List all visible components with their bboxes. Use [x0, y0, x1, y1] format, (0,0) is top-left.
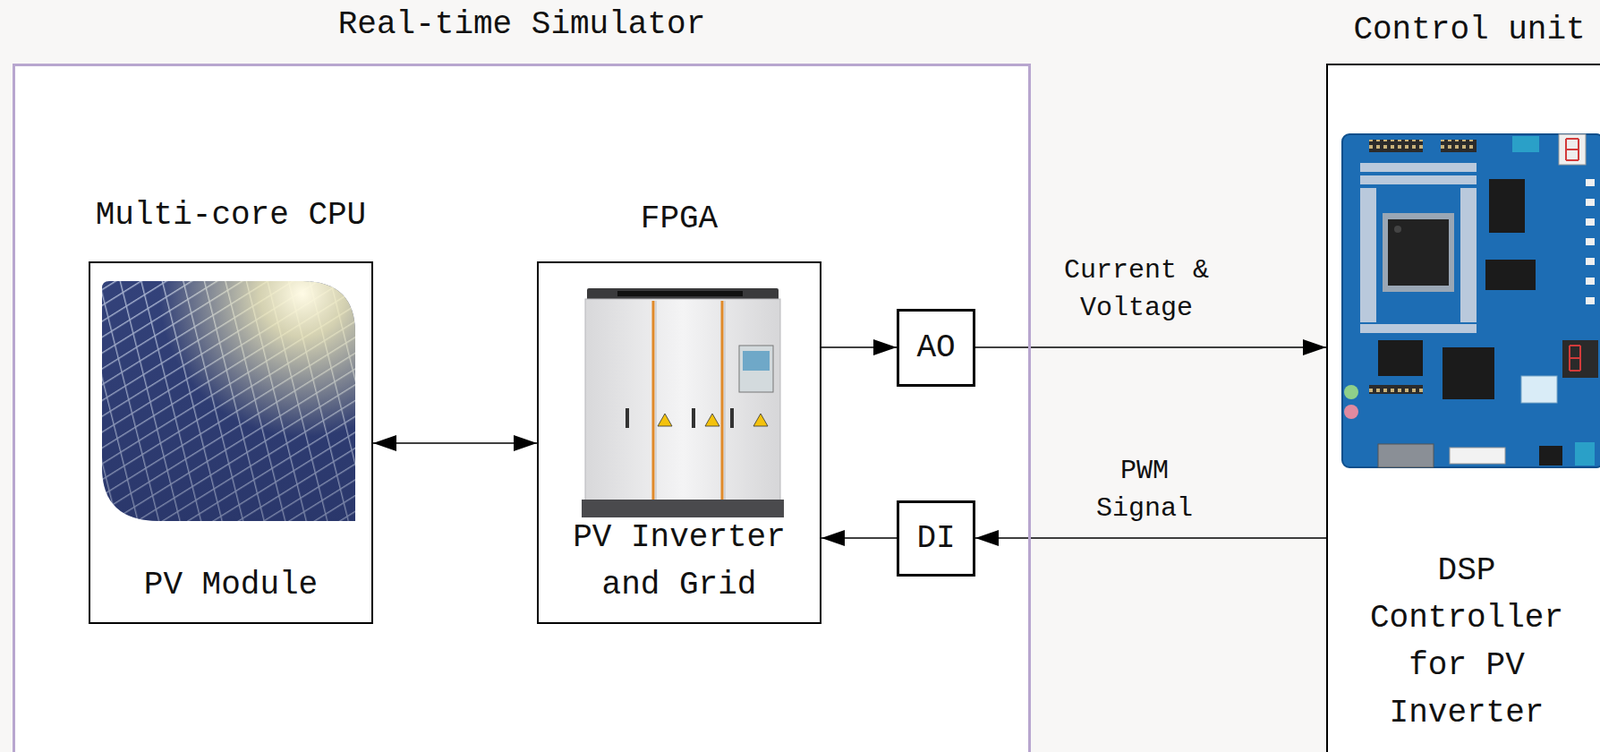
dsp-board-picture	[1562, 340, 1599, 378]
digital-input-box: DI	[896, 500, 976, 577]
dsp-board-picture	[1344, 384, 1359, 400]
control-unit-box: Control unitDSP Controller for PV Invert…	[1326, 63, 1600, 752]
dsp-board-picture	[1449, 447, 1506, 464]
inverter-cabinet-picture	[585, 298, 781, 502]
inverter-cabinet-picture	[652, 300, 656, 500]
node-label: PV Inverter and Grid	[538, 513, 820, 609]
node-label: PV Module	[90, 567, 372, 604]
simulator-region: Multi-core CPUPV ModuleFPGAPV Inverter a…	[12, 63, 1031, 752]
arrow-connector	[373, 442, 537, 444]
inverter-cabinet-picture	[724, 300, 726, 500]
panel-ground	[1326, 63, 1600, 752]
inverter-cabinet-picture	[742, 350, 770, 371]
dsp-board-picture	[1489, 178, 1525, 233]
dsp-board-picture	[1539, 445, 1563, 466]
inverter-cabinet-picture	[581, 499, 784, 518]
dsp-board-picture	[1521, 375, 1558, 403]
dsp-board-picture	[1382, 212, 1455, 292]
dsp-board-picture	[1558, 134, 1586, 165]
node-heading: Multi-core CPU	[36, 197, 426, 234]
dsp-board-picture	[1442, 347, 1495, 400]
dsp-board-picture	[1342, 134, 1600, 468]
dsp-board-picture	[1344, 404, 1359, 419]
dsp-board-picture	[1585, 297, 1595, 305]
inverter-cabinet-picture	[739, 345, 774, 392]
inverter-cabinet-picture	[581, 288, 784, 518]
panel-ground	[12, 63, 1031, 752]
inverter-cabinet-picture	[721, 300, 724, 500]
dsp-board-picture	[1460, 187, 1477, 323]
dsp-board-picture	[1512, 136, 1540, 153]
dsp-board-picture	[1440, 139, 1477, 153]
arrow-connector	[821, 536, 897, 539]
node-label: AO	[899, 311, 973, 384]
dsp-board-picture	[1387, 219, 1449, 286]
dsp-board-picture	[1585, 277, 1595, 285]
dsp-board-picture	[1394, 225, 1402, 233]
dsp-board-picture	[1565, 138, 1579, 161]
node-heading: FPGA	[485, 201, 874, 238]
arrow-connector	[821, 346, 897, 349]
dsp-board-picture	[1369, 384, 1423, 394]
inverter-cabinet-picture	[617, 290, 743, 297]
dsp-board-picture	[1378, 340, 1423, 376]
dsp-board-picture	[1585, 218, 1595, 226]
inverter-cabinet-picture	[657, 413, 673, 426]
dsp-board-picture	[1360, 162, 1477, 172]
inverter-cabinet-picture	[705, 413, 720, 426]
analog-output-box: AO	[896, 308, 976, 387]
edge-label: Current & Voltage	[1059, 251, 1214, 327]
arrow-connector	[975, 536, 1327, 539]
dsp-board-picture	[1585, 198, 1595, 206]
node-label: DSP Controller for PV Inverter	[1336, 546, 1597, 737]
arrow-connector	[975, 346, 1327, 349]
inverter-cabinet-picture	[753, 413, 768, 426]
dsp-board-picture	[1485, 259, 1536, 290]
edge-label: PWM Signal	[1067, 451, 1222, 528]
dsp-board-picture	[1369, 139, 1423, 153]
inverter-cabinet-picture	[691, 408, 696, 428]
dsp-board-picture	[1342, 134, 1600, 468]
dsp-board-picture	[1569, 345, 1581, 371]
inverter-cabinet-picture	[730, 408, 734, 428]
solar-panel-picture	[102, 280, 356, 521]
dsp-board-picture	[1585, 238, 1595, 246]
dsp-board-picture	[1378, 443, 1434, 468]
dsp-board-picture	[1360, 175, 1477, 185]
dsp-board-picture	[1585, 178, 1595, 187]
node-label: DI	[899, 502, 973, 574]
inverter-cabinet-picture	[625, 408, 630, 428]
node-heading: Real-time Simulator	[0, 7, 1082, 43]
dsp-board-picture	[1574, 442, 1595, 466]
inverter-cabinet-picture	[655, 300, 657, 500]
fpga-box: FPGAPV Inverter and Grid	[536, 261, 822, 624]
solar-panel-picture	[102, 280, 356, 521]
node-heading: Control unit	[1274, 12, 1600, 49]
solar-panel-picture	[102, 280, 356, 521]
cpu-box: Multi-core CPUPV Module	[88, 261, 374, 624]
solar-panel-picture	[102, 280, 356, 521]
dsp-board-picture	[1360, 323, 1477, 333]
dsp-board-picture	[1360, 187, 1377, 323]
dsp-board-picture	[1585, 257, 1595, 265]
